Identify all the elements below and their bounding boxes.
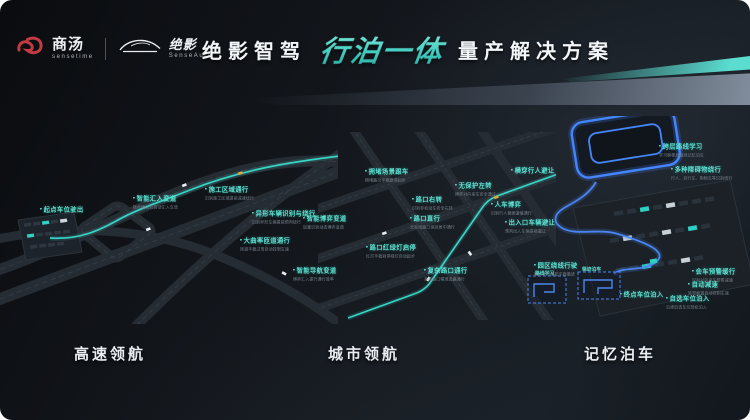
feature-callout-title: 自动减速 [688, 282, 744, 290]
feature-callout-title: 终点车位泊入 [620, 292, 664, 300]
title-highlight: 行泊一体 [312, 28, 452, 70]
feature-callout-sub: 预判出入车辆提前避让 [505, 229, 546, 234]
feature-callout-title: 人车博弈 [491, 202, 547, 210]
feature-callout-title: 智能汇入变道 [133, 196, 194, 204]
feature-callout: 跨层路线学习 学习跨楼层路线记忆泊车 [659, 144, 727, 161]
feature-callout: 终点车位泊入 [620, 292, 668, 302]
senseauto-logo: 绝影 SenseAuto [117, 37, 213, 60]
feature-callout-title: 横穿行人避让 [511, 168, 555, 176]
feature-callout-sub: 学习跨楼层路线记忆泊车 [659, 153, 705, 158]
feature-callout: 自动减速 转弯坡道自动控制车速 [688, 282, 750, 299]
feature-callout: 异形车辆识别与绕行 识别异形车辆提前预判绕行 [252, 211, 326, 228]
section-title-parking: 记忆泊车 [584, 346, 657, 363]
feature-callout: 智能博弈变道 加塞识别动态博弈变道 [303, 216, 365, 233]
feature-callout: 路口直行 无标线路口保持居中通行 [410, 216, 478, 233]
feature-callout-title: 路口直行 [410, 216, 471, 224]
senseauto-cn: 绝影 [168, 37, 197, 52]
feature-callout: 自选车位泊入 沿途自选车位轻松泊入 [666, 296, 728, 313]
sensetime-logo: 商汤 sensetime [16, 34, 94, 63]
feature-callout-sub: 博弈汇入提升通行效率 [293, 277, 334, 282]
title-suffix: 量产解决方案 [458, 40, 615, 63]
feature-callout: 多种障碍物绕行 行人、自行车、购物车等识别绕行 [671, 167, 750, 184]
feature-callout-title: 施工区域通行 [205, 187, 272, 195]
page-title: 绝影智驾 行泊一体 量产解决方案 [202, 28, 614, 70]
feature-callout-title: 路口右转 [412, 197, 468, 205]
sensetime-cn: 商汤 [52, 36, 85, 53]
feature-callout-title: 多种障碍物绕行 [671, 167, 750, 175]
feature-callout-sub: 识别异形车辆提前预判绕行 [252, 220, 302, 225]
feature-callout: 横穿行人避让 [511, 168, 559, 178]
highway-diagram [0, 149, 338, 324]
feature-callout: 复杂路口通行 多岔路口精准选路通行 [424, 268, 486, 285]
sensetime-en: sensetime [52, 54, 94, 60]
feature-callout: 人车博弈 识别行人意图谨慎通行 [491, 202, 553, 219]
senseauto-car-icon [117, 37, 163, 60]
feature-callout-sub: 园区环线巡航平稳循迹 [534, 272, 575, 277]
feature-callout-title: 会车预警缓行 [692, 269, 748, 277]
feature-callout: 无保护左转 博弈对向来车安全通过 [455, 183, 517, 200]
feature-callout-sub: 沿途自选车位轻松泊入 [666, 305, 707, 310]
sensetime-swirl-icon [16, 34, 46, 63]
feature-callout-title: 大曲率匝道通行 [240, 238, 307, 246]
feature-callout: 拥堵场景跟车 拥堵路况平稳跟停起步 [365, 169, 427, 186]
feature-callout-sub: 识别非机动车安全右转 [412, 206, 453, 211]
feature-callout-title: 智能导航变道 [293, 268, 349, 276]
feature-callout-sub: 红灯平稳刹停绿灯自动起步 [366, 254, 416, 259]
feature-callout: 出入口车辆避让 预判出入车辆提前避让 [505, 220, 567, 237]
logo-bar: 商汤 sensetime 绝影 SenseAuto [16, 34, 213, 63]
feature-callout: 大曲率匝道通行 匝道平稳过弯自动控制车速 [240, 238, 314, 255]
feature-callout-sub: 无标线路口保持居中通行 [410, 225, 456, 230]
title-prefix: 绝影智驾 [202, 40, 306, 63]
legend-box-caption: 路线学习 [535, 271, 555, 277]
senseauto-en: SenseAuto [168, 53, 213, 59]
feature-callout-title: 异形车辆识别与绕行 [252, 211, 319, 219]
feature-callout: 园区绕线行驶 园区环线巡航平稳循迹 [534, 263, 596, 280]
feature-callout-sub: 识别施工区域提前减速绕行 [205, 196, 255, 201]
feature-callout-title: 无保护左转 [455, 183, 511, 191]
feature-callout-title: 园区绕线行驶 [534, 263, 590, 271]
feature-callout-sub: 博弈对向来车安全通过 [455, 192, 496, 197]
feature-callout-sub: 加塞识别动态博弈变道 [303, 225, 344, 230]
header-streak [232, 73, 750, 105]
feature-callout: 起点车位驶出 [40, 207, 88, 217]
city-diagram [318, 132, 556, 320]
feature-callout: 智能导航变道 博弈汇入提升通行效率 [293, 268, 355, 285]
feature-callout-title: 自选车位泊入 [666, 296, 722, 304]
feature-callout: 路口右转 识别非机动车安全右转 [412, 197, 474, 214]
feature-callout-sub: 多岔路口精准选路通行 [424, 277, 465, 282]
legend-box-caption: 循迹泊车 [582, 267, 602, 273]
section-title-highway: 高速领航 [74, 346, 147, 363]
section-title-city: 城市领航 [328, 346, 401, 363]
feature-callout-title: 复杂路口通行 [424, 268, 480, 276]
feature-callout: 路口红绿灯启停 红灯平稳刹停绿灯自动起步 [366, 245, 440, 262]
feature-callout-sub: 拨杆确认后自动汇入车流 [133, 205, 179, 210]
feature-callout-sub: 识别行人意图谨慎通行 [491, 211, 532, 216]
feature-callout-title: 智能博弈变道 [303, 216, 359, 224]
feature-callout: 会车预警缓行 识别对向来车预警减速 [692, 269, 750, 286]
feature-callout: 智能汇入变道 拨杆确认后自动汇入车流 [133, 196, 201, 213]
feature-callout-sub: 转弯坡道自动控制车速 [688, 291, 729, 296]
feature-callout-title: 跨层路线学习 [659, 144, 720, 152]
feature-callout-sub: 行人、自行车、购物车等识别绕行 [671, 176, 733, 181]
feature-callout-title: 路口红绿灯启停 [366, 245, 433, 253]
feature-callout-sub: 拥堵路况平稳跟停起步 [365, 178, 406, 183]
logo-divider [104, 37, 106, 60]
feature-callout-title: 起点车位驶出 [40, 207, 84, 215]
feature-callout: 施工区域通行 识别施工区域提前减速绕行 [205, 187, 279, 204]
feature-callout-sub: 匝道平稳过弯自动控制车速 [240, 247, 290, 252]
feature-callout-title: 出入口车辆避让 [505, 220, 561, 228]
feature-callout-sub: 识别对向来车预警减速 [692, 278, 733, 283]
feature-callout-title: 拥堵场景跟车 [365, 169, 421, 177]
